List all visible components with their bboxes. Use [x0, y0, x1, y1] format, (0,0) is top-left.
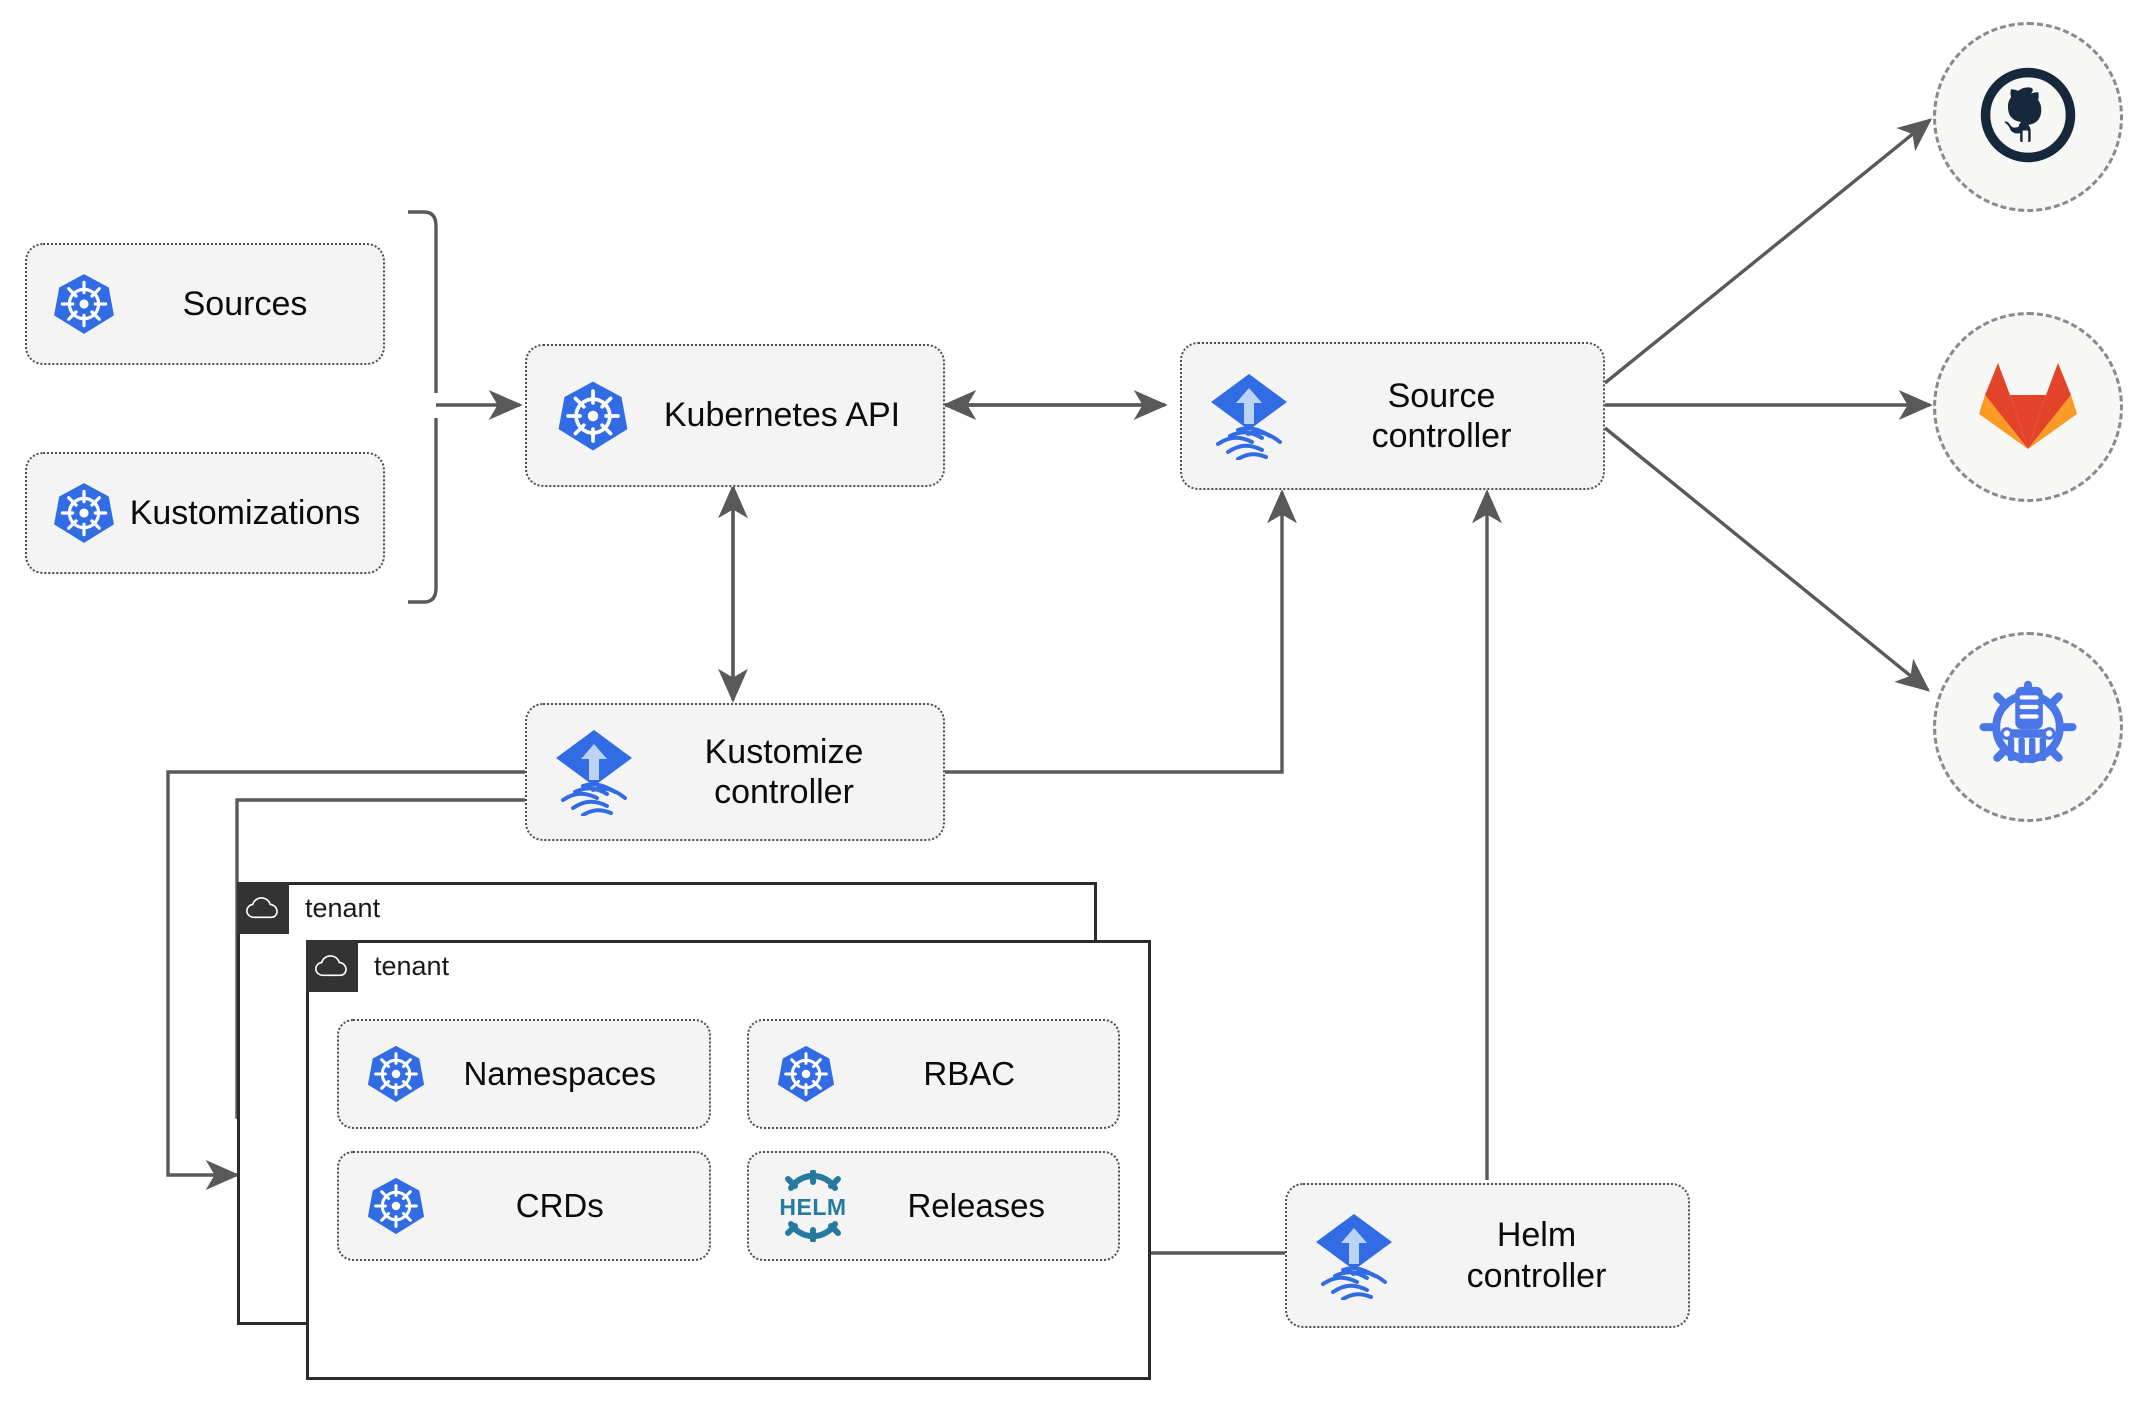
flux-icon: [553, 728, 635, 816]
resource-box-sources[interactable]: Sources: [25, 243, 385, 365]
node-label: Helm controller: [1466, 1216, 1607, 1295]
kubernetes-icon: [365, 1043, 427, 1105]
flux-icon: [1313, 1212, 1395, 1300]
node-label: Source controller: [1371, 376, 1512, 455]
flux-icon: [1208, 372, 1290, 460]
helm-repository-icon: [1975, 672, 2081, 783]
bracket-top: [408, 210, 438, 393]
cloud-icon: [237, 882, 289, 934]
cloud-icon: [306, 940, 358, 992]
provider-github[interactable]: [1933, 22, 2123, 212]
tenant-resource-crds[interactable]: CRDs: [337, 1151, 711, 1261]
svg-text:HELM: HELM: [779, 1194, 846, 1220]
tenant-resource-label: Namespaces: [463, 1055, 657, 1092]
provider-gitlab[interactable]: [1933, 312, 2123, 502]
kubernetes-icon: [51, 271, 117, 337]
kubernetes-icon: [365, 1175, 427, 1237]
tenant-window-front[interactable]: tenant: [306, 940, 1151, 1380]
node-helm-controller[interactable]: Helm controller: [1285, 1183, 1690, 1328]
tenant-resource-label: RBAC: [923, 1055, 1016, 1092]
gitlab-icon: [1977, 357, 2079, 458]
kubernetes-icon: [51, 480, 117, 546]
kubernetes-icon: [775, 1043, 837, 1105]
tenant-resource-label: Releases: [907, 1187, 1046, 1224]
kubernetes-icon: [555, 378, 631, 454]
bracket-bottom: [408, 418, 438, 604]
node-label: Kubernetes API: [663, 396, 901, 435]
node-kustomize-controller[interactable]: Kustomize controller: [525, 703, 945, 841]
helm-icon: HELM: [775, 1170, 851, 1242]
tenant-resource-namespaces[interactable]: Namespaces: [337, 1019, 711, 1129]
node-label: Kustomize controller: [704, 732, 864, 811]
provider-helm-repository[interactable]: [1933, 632, 2123, 822]
resource-box-kustomizations[interactable]: Kustomizations: [25, 452, 385, 574]
tenant-resource-label: CRDs: [515, 1187, 604, 1224]
edge-kustomize-to-source: [940, 489, 1297, 774]
resource-label: Kustomizations: [129, 493, 361, 532]
tenant-resource-grid: Namespaces: [337, 1019, 1120, 1261]
resource-label: Sources: [182, 284, 308, 323]
github-icon: [1976, 63, 2080, 172]
edge-source-to-github: [1603, 118, 1933, 385]
tenant-titlebar: tenant: [306, 940, 449, 992]
tenant-resource-releases[interactable]: HELM Releases: [746, 1151, 1120, 1261]
edge-source-to-helm-repository: [1603, 426, 1931, 692]
tenant-label: tenant: [305, 893, 381, 923]
tenant-label: tenant: [374, 951, 450, 981]
tenant-titlebar: tenant: [237, 882, 380, 934]
tenant-resource-rbac[interactable]: RBAC: [746, 1019, 1120, 1129]
node-kubernetes-api[interactable]: Kubernetes API: [525, 344, 945, 487]
node-source-controller[interactable]: Source controller: [1180, 342, 1605, 490]
